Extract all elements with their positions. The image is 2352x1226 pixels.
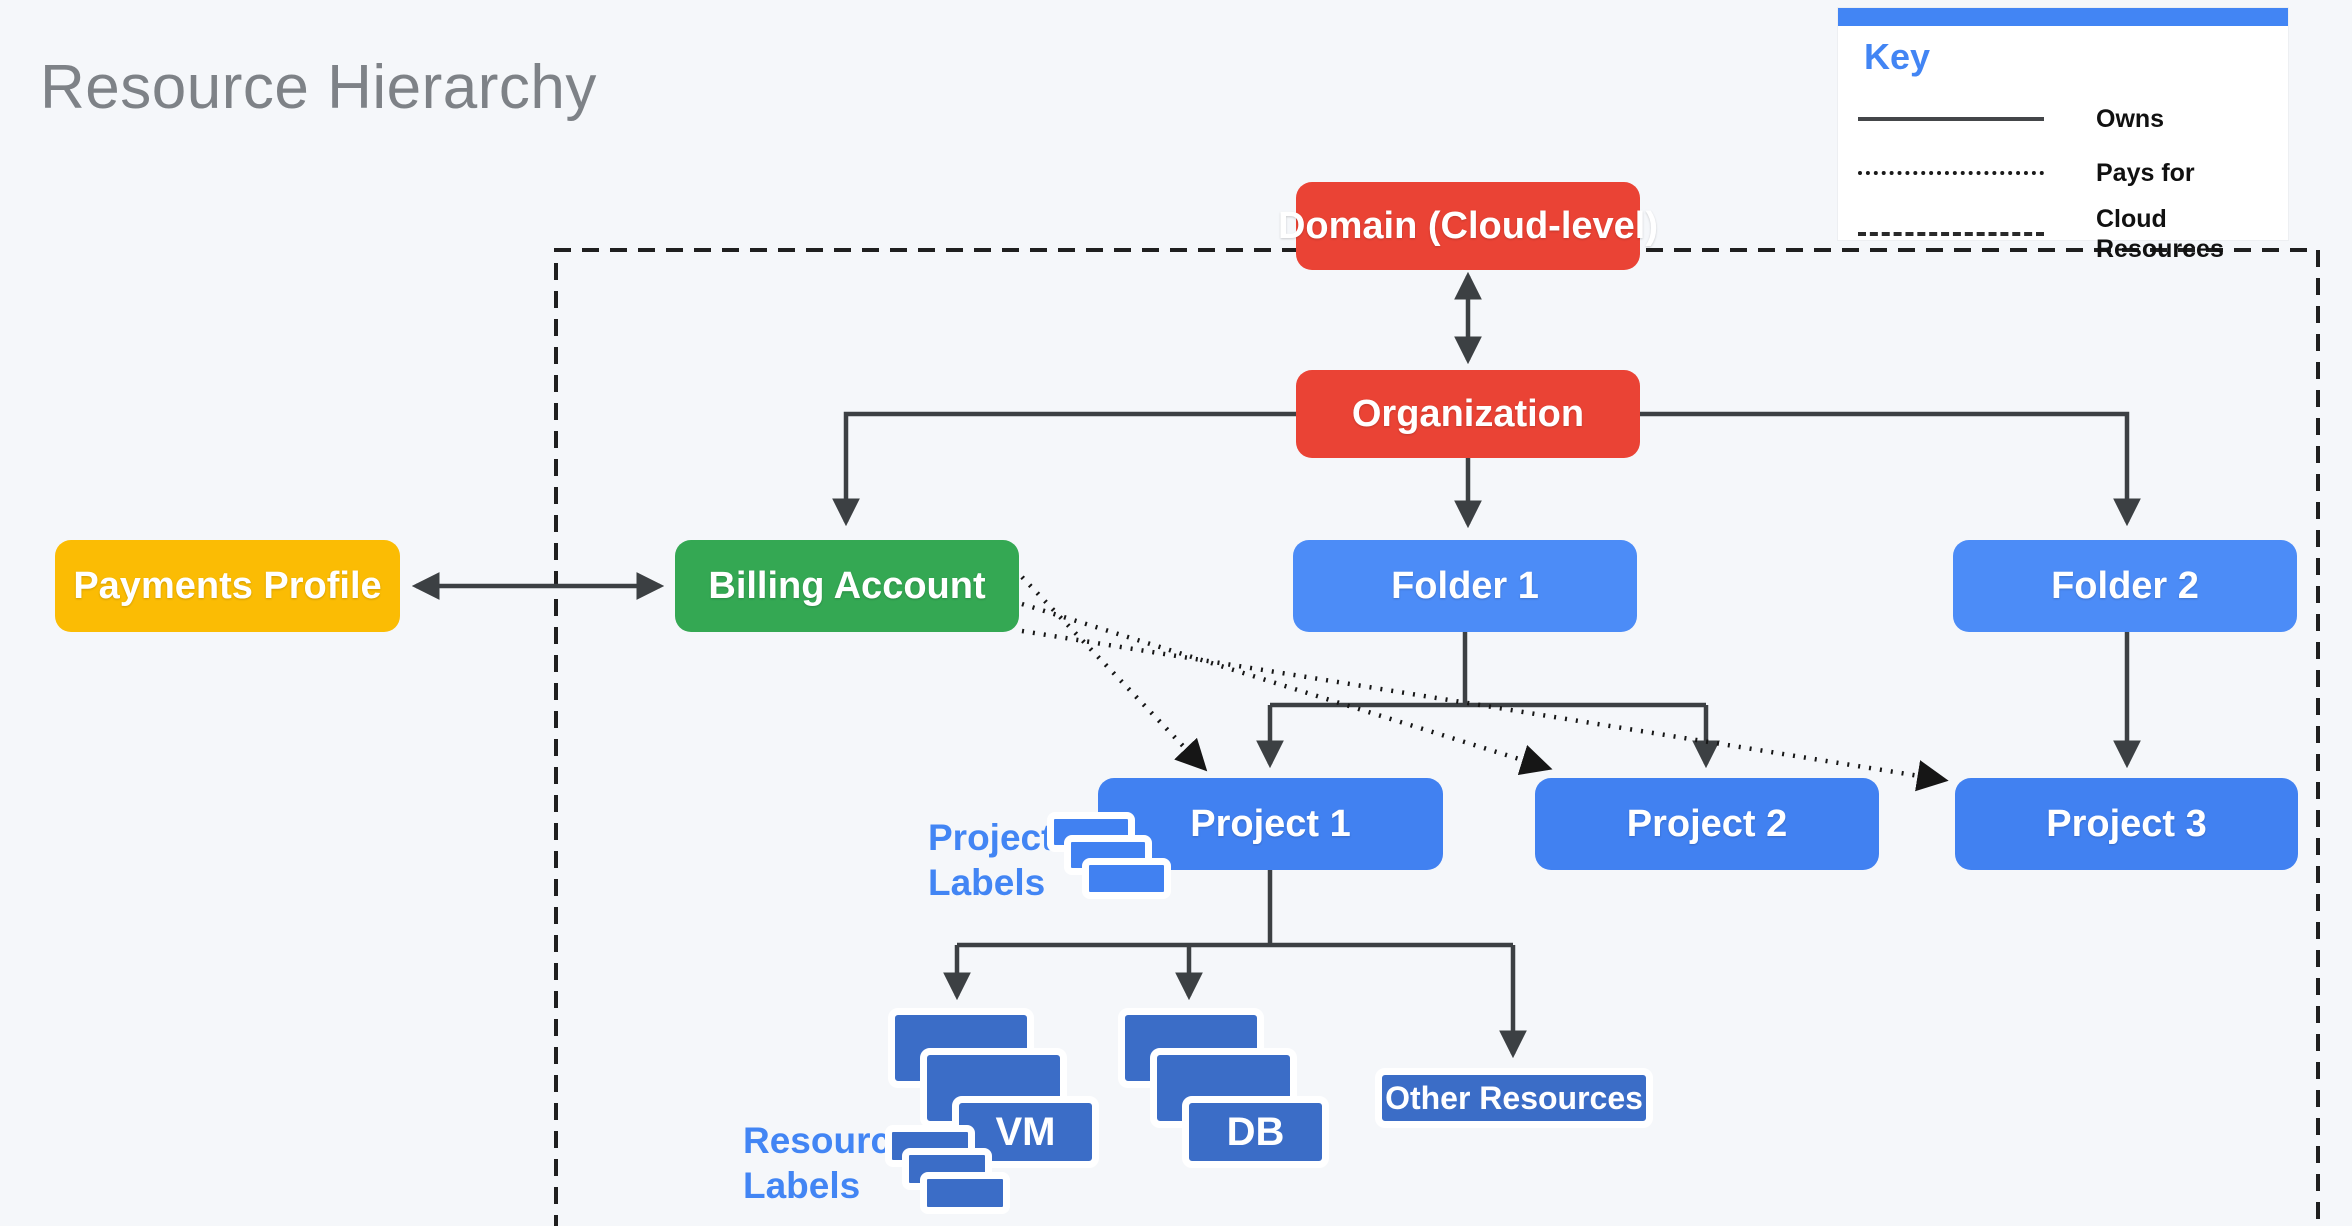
legend-top-bar xyxy=(1838,8,2288,26)
legend-label: Owns xyxy=(2096,105,2165,133)
node-project2: Project 2 xyxy=(1535,778,1879,870)
legend-label: Pays for xyxy=(2096,159,2195,187)
edge-billing-paysfor-project3 xyxy=(1021,628,1949,792)
node-payments-profile: Payments Profile xyxy=(55,540,400,632)
resource-labels-annotation: Resource Labels xyxy=(743,1120,912,1206)
project-labels-annotation: Project Labels xyxy=(928,817,1054,903)
legend-item-cloud-resources: Cloud Resources xyxy=(1858,204,2256,264)
node-project1: Project 1 xyxy=(1098,778,1443,870)
solid-line-sample xyxy=(1858,117,2044,121)
legend-item-pays-for: Pays for xyxy=(1858,158,2256,188)
node-billing-account: Billing Account xyxy=(675,540,1019,632)
edge-folder1-branch xyxy=(1270,632,1706,708)
project-label-stack-icon xyxy=(1082,858,1171,899)
node-folder2: Folder 2 xyxy=(1953,540,2297,632)
legend: Key Owns Pays for Cloud Resources xyxy=(1838,8,2288,263)
edge-billing-paysfor-project2 xyxy=(1021,601,1553,776)
resource-label-stack-icon xyxy=(920,1172,1010,1214)
edge-organization-billing-account xyxy=(832,411,1296,527)
page-title: Resource Hierarchy xyxy=(40,53,597,122)
node-domain: Domain (Cloud-level) xyxy=(1278,182,1658,270)
node-folder1: Folder 1 xyxy=(1293,540,1637,632)
legend-item-owns: Owns xyxy=(1858,104,2256,134)
node-organization: Organization xyxy=(1296,370,1640,458)
node-db: DB xyxy=(1182,1096,1329,1168)
edge-project1-branch xyxy=(957,870,1513,948)
legend-label: Cloud Resources xyxy=(2096,205,2224,263)
dotted-line-sample xyxy=(1858,171,2044,175)
node-other-resources: Other Resources xyxy=(1375,1068,1653,1128)
dashed-line-sample xyxy=(1858,232,2044,236)
node-project3: Project 3 xyxy=(1955,778,2298,870)
edge-organization-folder2 xyxy=(1640,411,2141,527)
edge-billing-paysfor-project1 xyxy=(1020,575,1208,772)
legend-title: Key xyxy=(1864,36,1931,77)
